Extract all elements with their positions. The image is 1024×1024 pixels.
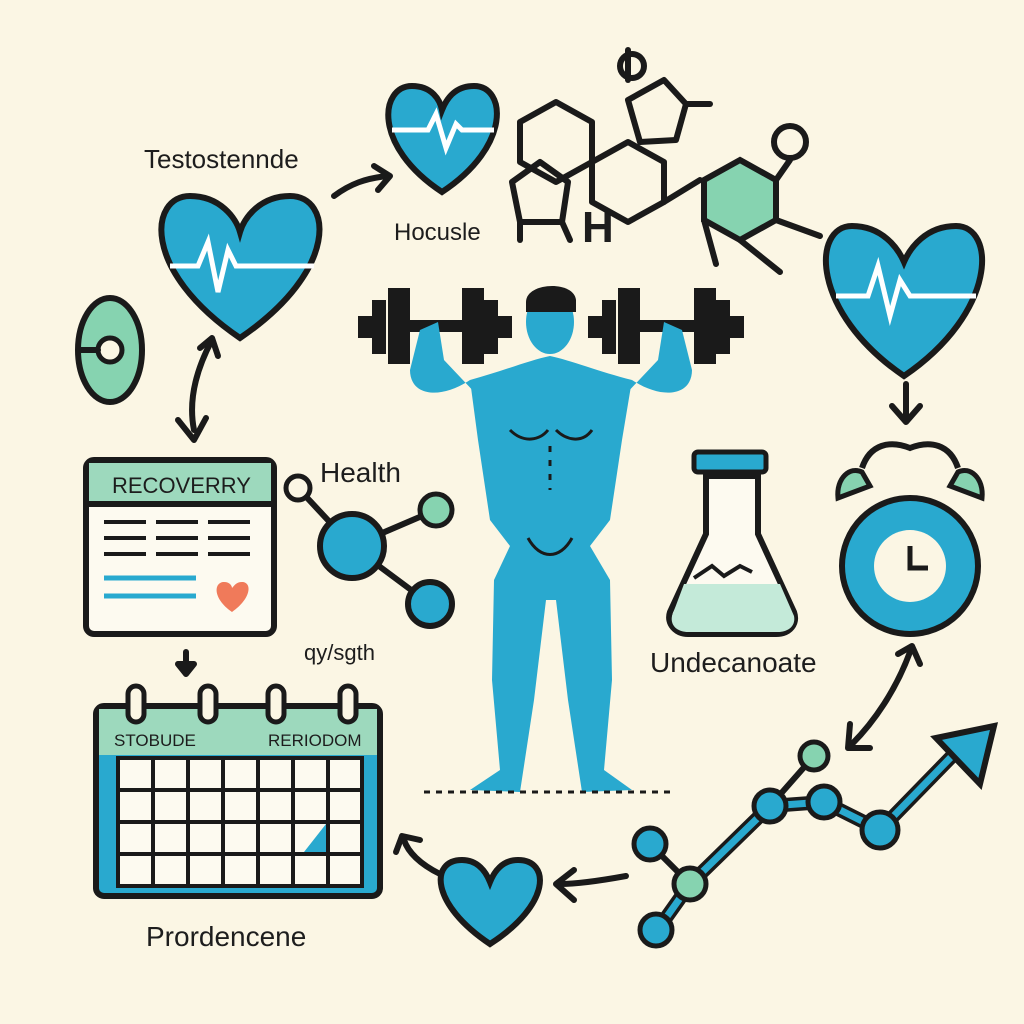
- heart-icon: [216, 582, 249, 612]
- network-icon: [283, 473, 455, 629]
- label-prordencene: Prordencene: [146, 921, 306, 952]
- capsule-icon: [75, 295, 145, 405]
- calendar-header-right: RERIODOM: [268, 731, 362, 750]
- label-qysgth: qy/sgth: [304, 640, 375, 665]
- dumbbell-icon: [358, 288, 512, 364]
- label-hocusle: Hocusle: [394, 219, 481, 246]
- calendar-header-left: STOBUDE: [114, 731, 196, 750]
- calendar-icon: STOBUDE RERIODOM: [93, 683, 383, 899]
- heartbeat-heart-icon: [823, 222, 985, 380]
- flask-icon: [666, 449, 798, 637]
- arrow-icon: [889, 381, 923, 425]
- label-undecanoate: Undecanoate: [650, 647, 817, 678]
- molecule-icon: [509, 47, 713, 243]
- arrow-icon: [393, 833, 443, 877]
- arrow-icon: [175, 335, 221, 443]
- arrow-icon: [175, 649, 197, 677]
- arrows: [175, 163, 923, 903]
- arrow-icon: [845, 643, 923, 751]
- figure-details: [508, 428, 594, 556]
- recovery-card-title: RECOVERRY: [112, 473, 251, 498]
- muscular-figure: [410, 285, 692, 792]
- arrow-icon: [331, 163, 393, 199]
- recovery-card: RECOVERRY: [83, 457, 277, 637]
- heartbeat-heart-icon: [158, 192, 323, 342]
- label-health: Health: [320, 457, 401, 488]
- heartbeat-heart-icon: [385, 82, 500, 196]
- alarm-clock-icon: [835, 441, 985, 637]
- heart-icon: [437, 856, 543, 948]
- dumbbell-icon: [588, 288, 744, 364]
- arrow-icon: [553, 867, 629, 903]
- trend-arrow-icon: [631, 722, 999, 949]
- label-testosterone: Testostennde: [144, 144, 299, 174]
- molecule-ring-icon: [701, 123, 823, 275]
